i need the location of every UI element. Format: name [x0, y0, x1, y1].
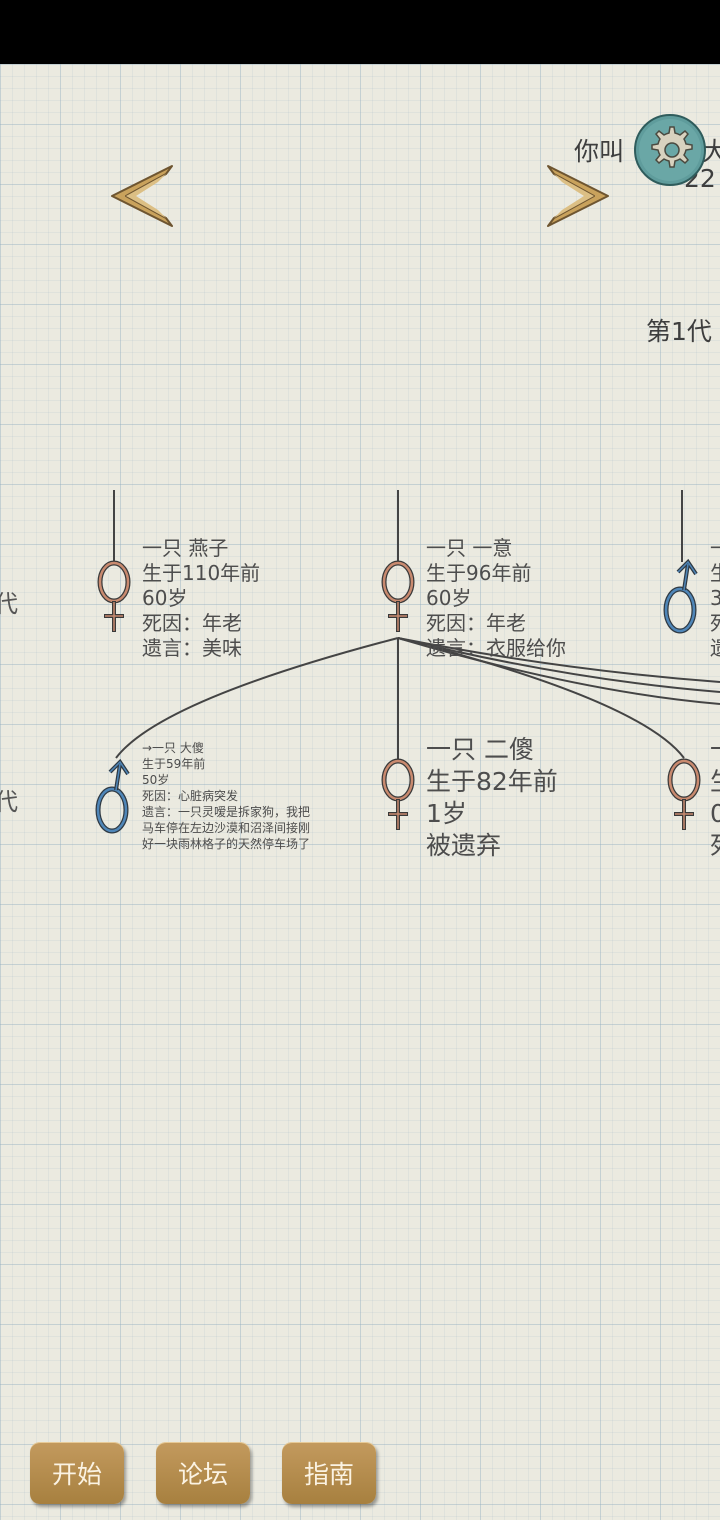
person-death-cause: 死因：年老 — [426, 611, 526, 635]
child-line-6 — [397, 637, 720, 705]
person-status: 死 — [710, 830, 720, 862]
person-birth: 生于110年前 — [142, 561, 261, 585]
guide-button[interactable]: 指南 — [282, 1442, 376, 1504]
person-age: 50岁 — [142, 773, 170, 787]
male-symbol-icon[interactable] — [662, 558, 704, 634]
side-generation-label: 代 — [0, 788, 18, 816]
person-name: 一 — [710, 734, 720, 766]
child-line-5 — [397, 637, 720, 693]
female-symbol-icon[interactable] — [380, 758, 416, 832]
status-bar — [0, 0, 720, 64]
male-symbol-icon[interactable] — [94, 758, 136, 834]
person-birth: 生于82年前 — [426, 767, 558, 796]
person-name: 一只 燕子 — [142, 536, 229, 560]
person-last-words: 遗言：一只灵嗳是拆家狗，我把 — [142, 805, 311, 819]
person-card-partial-bottom[interactable]: 一 生 0 死 — [710, 734, 720, 862]
person-birth: 生 — [710, 561, 720, 586]
person-death-cause: 死因：年老 — [142, 611, 242, 635]
player-name-suffix: 大 — [702, 137, 720, 166]
person-card-yanzi[interactable]: 一只 燕子 生于110年前 60岁 死因：年老 遗言：美味 — [142, 536, 260, 661]
person-last-words-cont: 好一块雨林格子的天然停车场了 — [142, 837, 311, 851]
person-age: 0 — [710, 799, 720, 828]
player-name-prefix: 你叫 — [574, 137, 625, 166]
generation-label: 第1代 — [646, 317, 712, 346]
person-birth: 生于96年前 — [426, 561, 532, 585]
person-card-yiyi[interactable]: 一只 一意 生于96年前 60岁 死因：年老 遗言：衣服给你 — [426, 536, 566, 661]
person-last-words: 遗 — [710, 636, 720, 661]
person-last-words-cont: 马车停在左边沙漠和沼泽间接刚 — [142, 821, 311, 835]
person-death-cause: 死因：心脏病突发 — [142, 789, 239, 803]
forum-button[interactable]: 论坛 — [156, 1442, 250, 1504]
person-name: →一只 大傻 — [142, 741, 204, 755]
female-symbol-icon[interactable] — [380, 560, 416, 634]
person-card-partial-top[interactable]: 一 生 3 死 遗 — [710, 536, 720, 661]
person-death-cause: 死 — [710, 611, 720, 636]
person-last-words: 遗言：衣服给你 — [426, 636, 566, 660]
start-button[interactable]: 开始 — [30, 1442, 124, 1504]
chevron-left-icon[interactable] — [108, 162, 176, 230]
side-generation-label: 代 — [0, 590, 18, 618]
person-card-dasha[interactable]: →一只 大傻 生于59年前 50岁 死因：心脏病突发 遗言：一只灵嗳是拆家狗，我… — [142, 740, 310, 852]
female-symbol-icon[interactable] — [96, 560, 132, 634]
person-birth: 生 — [710, 766, 720, 798]
person-name: 一只 一意 — [426, 536, 513, 560]
person-name: 一 — [710, 536, 720, 561]
person-age: 60岁 — [426, 586, 472, 610]
person-birth: 生于59年前 — [142, 757, 206, 771]
person-age: 1岁 — [426, 799, 467, 828]
person-status: 被遗弃 — [426, 831, 502, 860]
female-symbol-icon[interactable] — [666, 758, 702, 832]
person-age: 60岁 — [142, 586, 188, 610]
child-line-4 — [397, 637, 720, 683]
person-name: 一只 二傻 — [426, 735, 534, 764]
child-line-1 — [115, 637, 399, 759]
person-age: 3 — [710, 586, 720, 610]
chevron-right-icon[interactable] — [544, 162, 612, 230]
person-card-ersha[interactable]: 一只 二傻 生于82年前 1岁 被遗弃 — [426, 734, 558, 862]
person-last-words: 遗言：美味 — [142, 636, 242, 660]
gear-icon[interactable] — [632, 112, 708, 188]
